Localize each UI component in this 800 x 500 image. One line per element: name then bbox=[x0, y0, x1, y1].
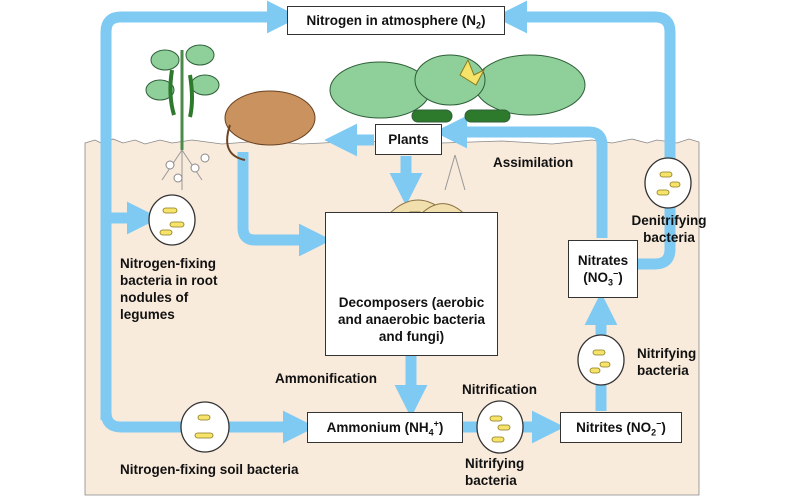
arrow-to-ammonium bbox=[100, 300, 316, 444]
paren: ) bbox=[661, 420, 666, 435]
subscript: 2 bbox=[651, 427, 657, 438]
paren: ) bbox=[481, 13, 486, 28]
subscript: 4 bbox=[428, 427, 434, 438]
nitrates-box: Nitrates (NO3−) bbox=[568, 240, 638, 298]
arrow-animal-to-decomposers bbox=[237, 152, 332, 257]
ammonification-label: Ammonification bbox=[275, 371, 378, 386]
animal bbox=[224, 90, 316, 161]
arrow-assimilation bbox=[434, 115, 608, 238]
nitrates-label: Nitrates bbox=[577, 253, 629, 268]
superscript: + bbox=[433, 418, 439, 429]
nitrites-label: Nitrites (NO bbox=[576, 420, 652, 435]
nitrates-formula: (NO bbox=[583, 270, 608, 285]
plants-label: Plants bbox=[388, 132, 429, 147]
nitrites-box: Nitrites (NO2−) bbox=[560, 412, 682, 443]
plants-box: Plants bbox=[375, 124, 442, 155]
assimilation-label: Assimilation bbox=[493, 155, 574, 170]
squash-plant bbox=[329, 54, 586, 191]
nitrifying-label: Nitrifying bacteria bbox=[465, 456, 525, 488]
atmosphere-label: Nitrogen in atmosphere (N bbox=[306, 13, 476, 28]
soil-bacteria-icon bbox=[180, 401, 230, 453]
subscript: 2 bbox=[476, 20, 482, 31]
superscript: − bbox=[656, 418, 662, 429]
atmosphere-box: Nitrogen in atmosphere (N2) bbox=[287, 6, 505, 35]
legume-plant bbox=[145, 44, 220, 190]
subscript: 3 bbox=[607, 277, 613, 288]
decomposers-label: Decomposers (aerobic and anaerobic bacte… bbox=[337, 295, 486, 344]
arrow-denitrification bbox=[494, 0, 676, 270]
superscript: − bbox=[613, 268, 619, 279]
root-nodule-bacteria-icon bbox=[148, 194, 196, 246]
ammonium-box: Ammonium (NH4+) bbox=[307, 412, 463, 443]
paren: ) bbox=[618, 270, 623, 285]
decomposers-box: Decomposers (aerobic and anaerobic bacte… bbox=[325, 212, 498, 356]
soil-bacteria-label: Nitrogen-fixing soil bacteria bbox=[120, 462, 299, 477]
denitrifying-bacteria-icon bbox=[644, 157, 692, 209]
root-nodules-label: Nitrogen-fixing bacteria in root nodules… bbox=[120, 256, 218, 322]
ammonium-label: Ammonium (NH bbox=[326, 420, 429, 435]
arrow-to-atmosphere-left bbox=[100, 0, 300, 420]
denitrifying-label: Denitrifying bacteria bbox=[631, 213, 707, 245]
nitrification-label: Nitrification bbox=[462, 382, 538, 397]
nitrifying-bacteria-icon bbox=[577, 334, 625, 386]
nitrifying-label: Nitrifying bacteria bbox=[637, 346, 697, 378]
paren: ) bbox=[438, 420, 444, 435]
